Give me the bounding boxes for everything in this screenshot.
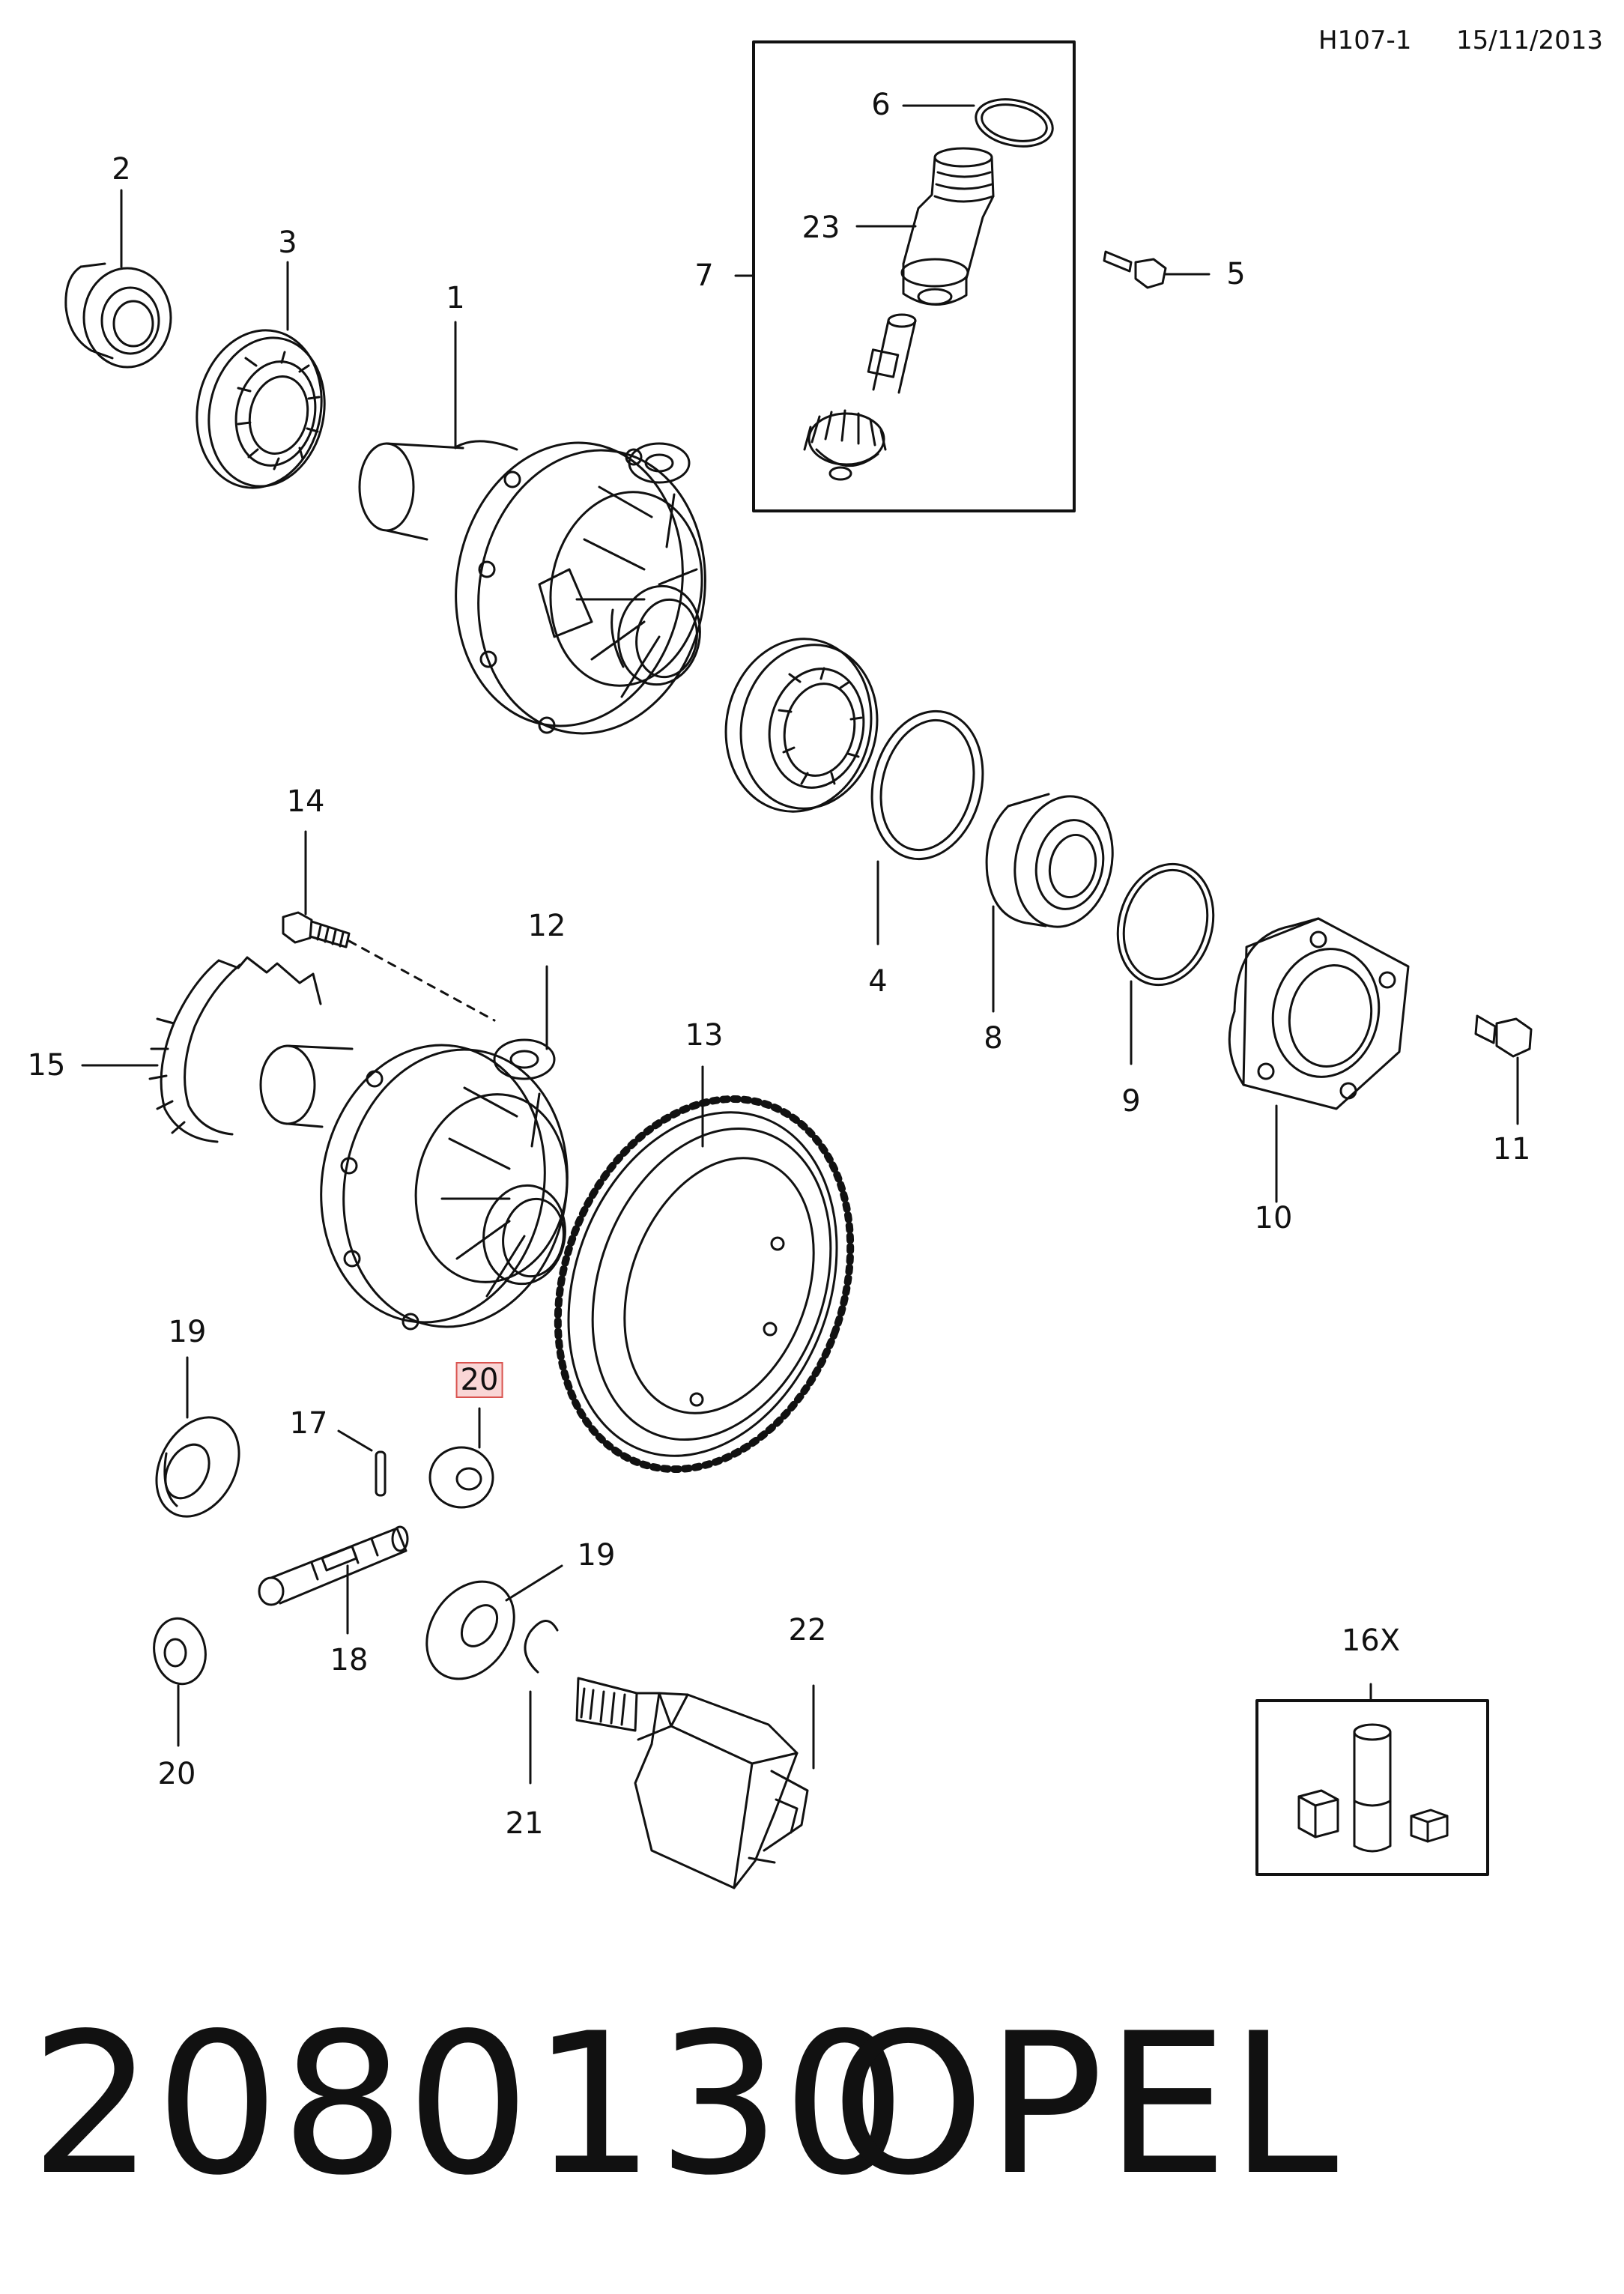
callout-9: 9 [1121, 1084, 1141, 1119]
callout-11: 11 [1492, 1132, 1531, 1166]
diagram-code: H107-1 [1318, 25, 1412, 55]
part-18-shaft [258, 1525, 409, 1635]
callout-20-highlighted: 20 [455, 1362, 503, 1398]
part-20-washer-upper [428, 1407, 494, 1509]
callout-14: 14 [286, 784, 325, 819]
group-7-frame [752, 40, 1076, 512]
callout-20-lower: 20 [157, 1757, 196, 1791]
part-10-flange-cover [1228, 917, 1410, 1203]
part-19-washer-lower [425, 1564, 563, 1680]
callout-16x: 16X [1341, 1623, 1401, 1658]
bearing-large [724, 638, 879, 813]
callout-5: 5 [1226, 257, 1246, 291]
callout-22: 22 [788, 1613, 827, 1647]
part-11-bolt [1474, 1014, 1533, 1125]
part-9-oring [1116, 862, 1215, 1065]
part-2-bearing-cup [64, 189, 172, 369]
part-21-circlip [524, 1620, 559, 1785]
part-7-pinion [803, 313, 917, 481]
diagram-date: 15/11/2013 [1456, 25, 1603, 55]
callout-4: 4 [868, 964, 888, 999]
callout-1: 1 [446, 281, 465, 315]
callout-12: 12 [527, 909, 566, 943]
part-8-bearing-cup [985, 793, 1114, 1013]
part-15-drive-gear [81, 956, 322, 1143]
part-19-washer-upper [155, 1356, 240, 1518]
part-14-bolt [282, 830, 496, 1022]
callout-3: 3 [278, 226, 297, 260]
callout-19-lower: 19 [577, 1538, 616, 1573]
callout-7: 7 [694, 258, 714, 293]
callout-19-upper: 19 [168, 1315, 207, 1349]
callout-10: 10 [1254, 1201, 1293, 1235]
part-22-joint-housing [575, 1677, 815, 1889]
callout-23: 23 [802, 211, 840, 245]
part-16x-kit [1255, 1683, 1489, 1876]
exploded-parts-diagram [64, 40, 1533, 1889]
brand-name: OPEL [831, 1992, 1340, 2218]
part-6-oring [902, 98, 1054, 148]
part-4-shim [870, 709, 984, 945]
part-number: 2080130 [30, 1992, 908, 2218]
part-13-ring-gear [554, 1065, 855, 1474]
callout-6: 6 [871, 88, 891, 122]
part-1-diff-housing [358, 321, 706, 735]
callout-13: 13 [685, 1018, 724, 1053]
part-20-washer-lower [153, 1617, 207, 1747]
callout-15: 15 [27, 1048, 66, 1083]
callout-8: 8 [984, 1021, 1003, 1056]
callout-18: 18 [330, 1643, 369, 1677]
part-3-roller-bearing [196, 261, 326, 489]
part-23-sleeve [855, 147, 995, 306]
callout-2: 2 [112, 152, 131, 187]
part-12-diff-housing [259, 965, 569, 1331]
part-5-screw [1103, 250, 1211, 289]
callout-17: 17 [289, 1406, 328, 1441]
part-17-pin [337, 1429, 387, 1497]
callout-21: 21 [505, 1806, 544, 1841]
